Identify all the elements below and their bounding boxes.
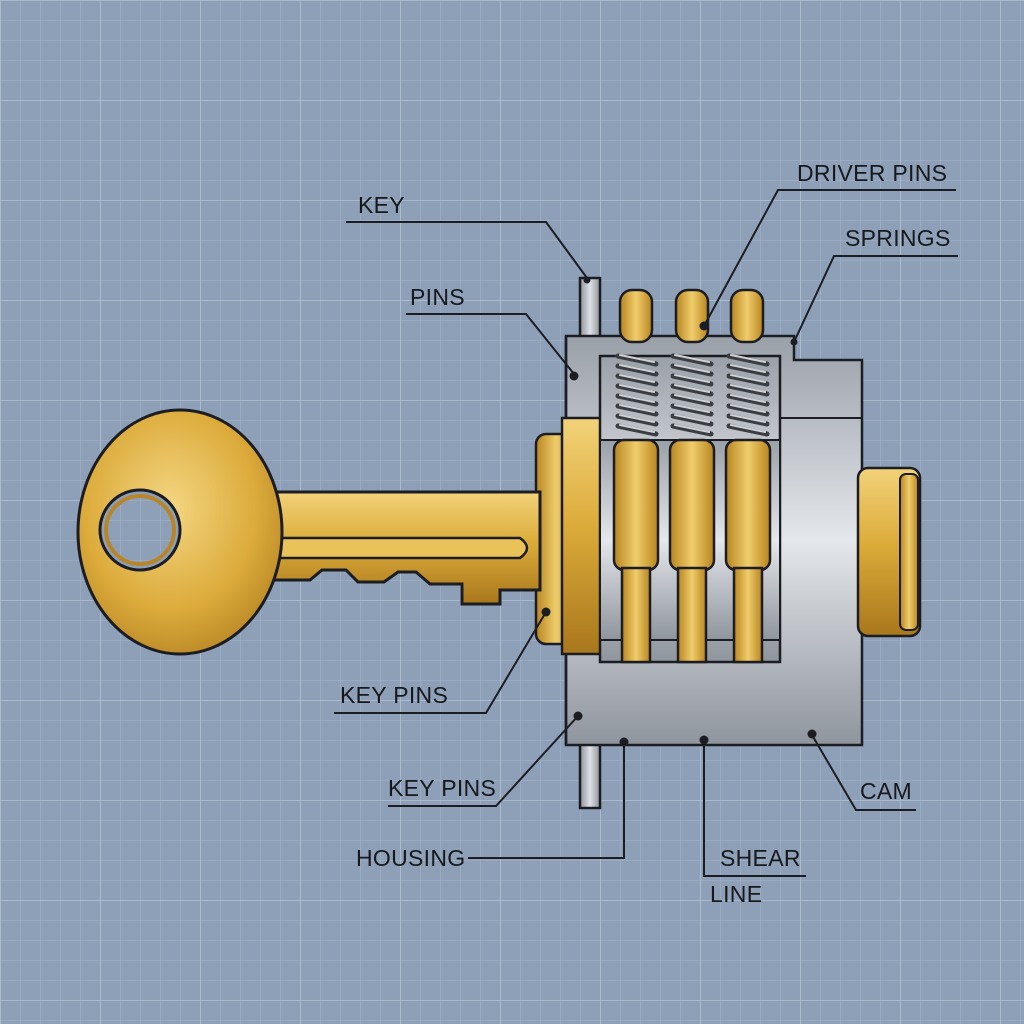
- plug-face: [534, 416, 608, 656]
- label-shear-line-1: SHEAR: [720, 845, 801, 871]
- labels: KEY PINS DRIVER PINS SPRINGS KEY PINS KE…: [340, 160, 951, 907]
- cam-part: [856, 466, 922, 638]
- key-pins-lower: [620, 566, 764, 664]
- label-springs: SPRINGS: [845, 225, 951, 251]
- key-pins-upper: [612, 438, 772, 572]
- label-shear-line-2: LINE: [710, 881, 762, 907]
- leader-lines: [334, 189, 958, 877]
- pin-stacks: [612, 288, 772, 664]
- driver-pins: [618, 288, 765, 344]
- label-key: KEY: [358, 192, 405, 218]
- label-driver-pins: DRIVER PINS: [797, 160, 947, 186]
- label-key-pins-lower: KEY PINS: [388, 775, 496, 801]
- label-housing: HOUSING: [356, 845, 465, 871]
- key-object: [76, 408, 542, 656]
- label-cam: CAM: [860, 778, 912, 804]
- label-key-pins-upper: KEY PINS: [340, 682, 448, 708]
- label-pins: PINS: [410, 284, 465, 310]
- springs-group: [615, 353, 770, 437]
